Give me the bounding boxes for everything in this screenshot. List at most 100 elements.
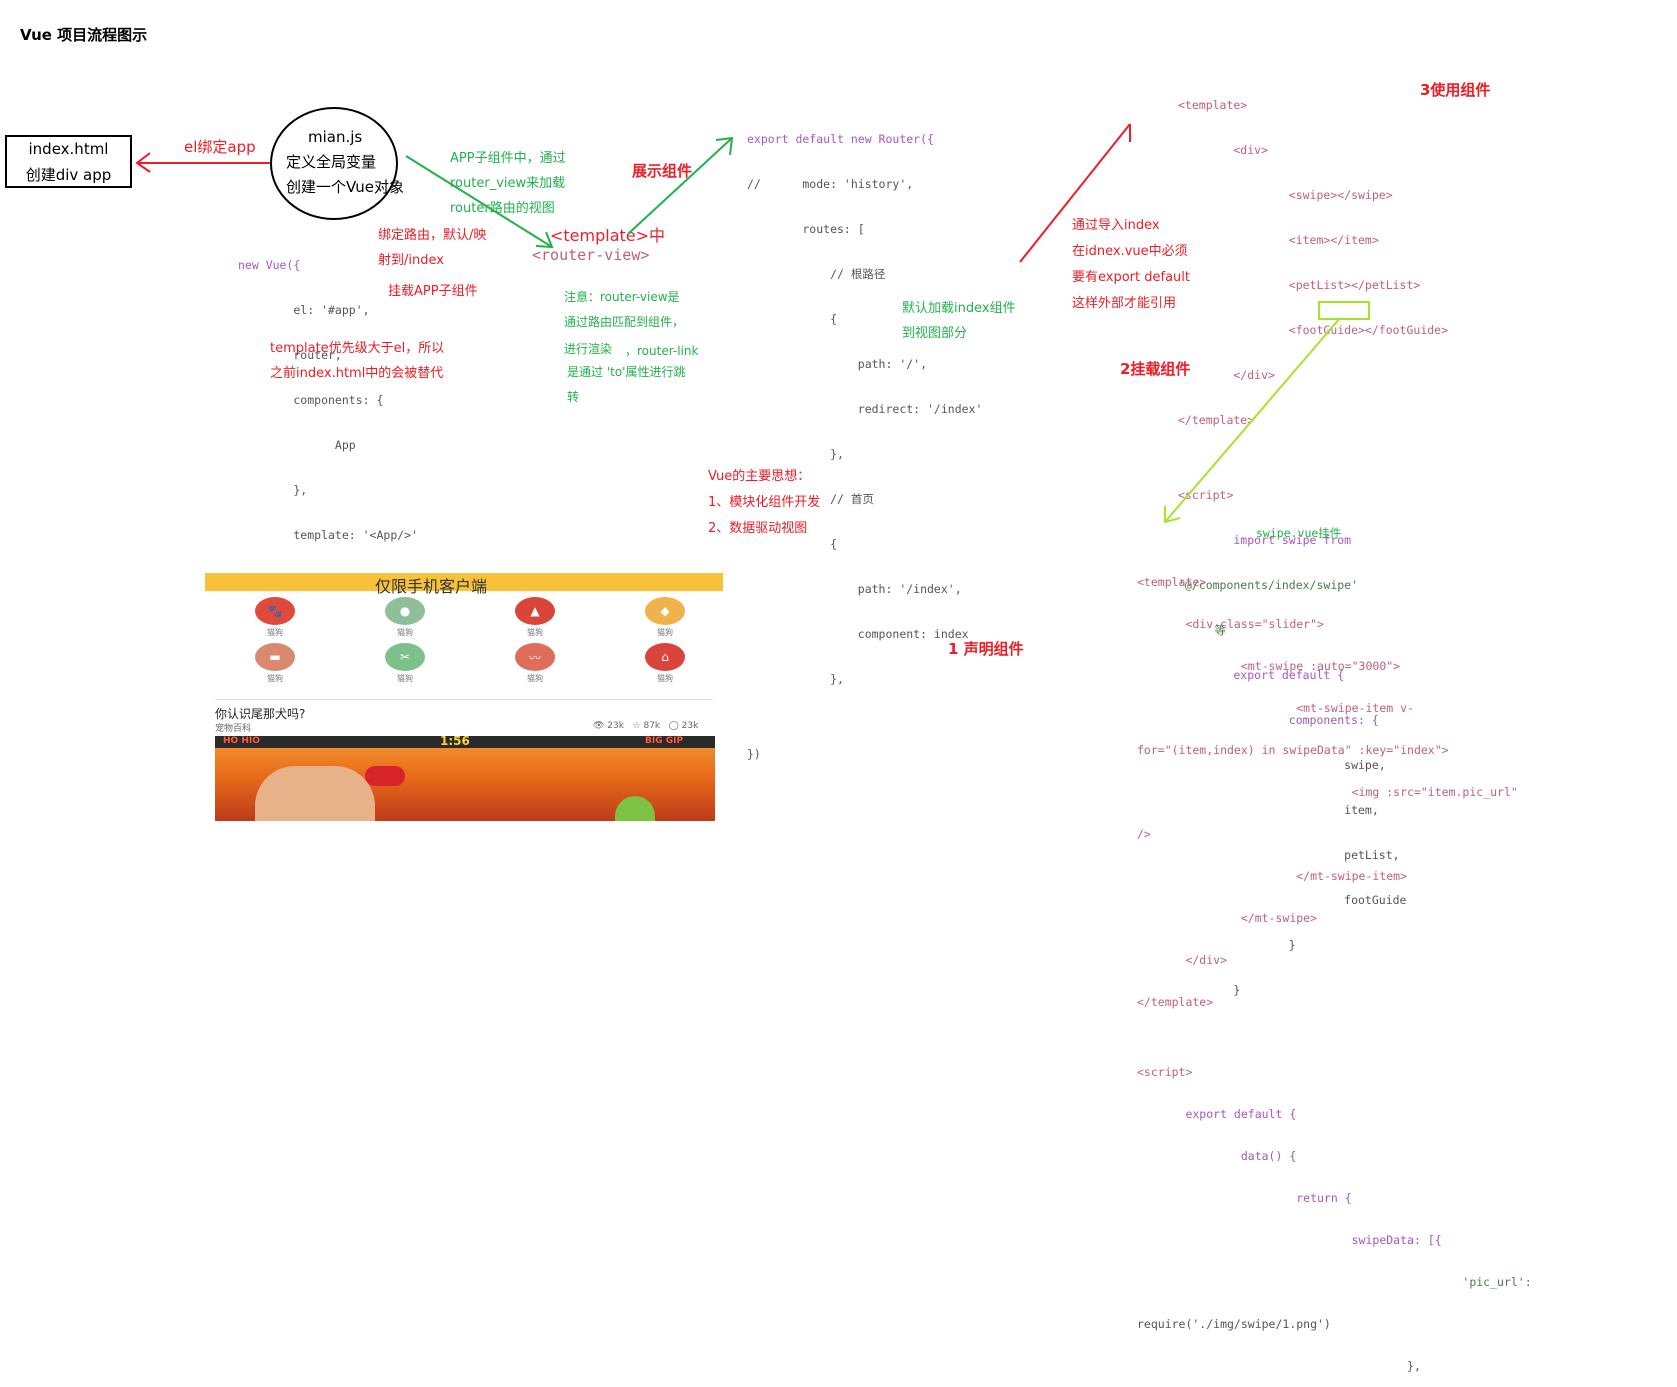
- phone-icon-label: 猫狗: [397, 674, 413, 683]
- phone-icon-label: 猫狗: [267, 628, 283, 637]
- phone-post-title: 你认识尾那犬吗?: [215, 707, 306, 721]
- index-html-box: index.html 创建div app: [5, 135, 132, 188]
- code-line: el: '#app',: [238, 303, 370, 317]
- template-middle-label: <template>中: [550, 226, 666, 245]
- code-line: <petList></petList>: [1178, 278, 1421, 292]
- el-bind-label: el绑定app: [184, 138, 256, 156]
- game-left-label: HO HIO: [223, 736, 260, 746]
- code-line: // 首页: [747, 492, 874, 506]
- mainjs-line1: mian.js: [308, 128, 363, 146]
- index-box-line1: index.html: [28, 139, 109, 158]
- arrow-el-bind-head: [135, 152, 151, 173]
- phone-icon-label: 猫狗: [267, 674, 283, 683]
- phone-icon-cell: ▬ 猫狗: [245, 643, 305, 699]
- arrow-swipe-declare-head: [1164, 506, 1181, 524]
- import-note-line2: 在idnex.vue中必须: [1072, 244, 1188, 259]
- phone-icon-cell: ◆ 猫狗: [635, 597, 695, 653]
- code-line: 'pic_url':: [1137, 1275, 1532, 1289]
- phone-divider: [215, 699, 713, 700]
- mount-component-label: 2挂载组件: [1120, 360, 1191, 378]
- code-line: new Vue({: [238, 258, 301, 272]
- phone-icon-label: 猫狗: [527, 628, 543, 637]
- swipe-title: swipe.vue挂件: [1256, 526, 1342, 540]
- router-view-note-line5: 转: [567, 390, 580, 404]
- arrow-swipe-declare: [1164, 317, 1341, 523]
- phone-screenshot: 仅限手机客户端 🐾 猫狗 ● 猫狗 ▲ 猫狗 ◆ 猫狗 ▬ 猫狗 ✂ 猫狗 〰 …: [205, 573, 723, 821]
- game-right-label: BIG GIP: [645, 736, 684, 746]
- code-line: },: [238, 483, 308, 497]
- router-view-note-line3: 进行渲染: [564, 342, 613, 356]
- arrows-layer: [135, 123, 1341, 524]
- code-line: routes: [: [747, 222, 865, 236]
- vue-ideas-line3: 2、数据驱动视图: [708, 521, 808, 536]
- code-line: <template>: [1137, 575, 1207, 589]
- arrow-mainjs-routerview: [405, 155, 553, 248]
- code-line: </template>: [1137, 995, 1214, 1009]
- app-child-note-line3: router路由的视图: [450, 201, 555, 216]
- mainjs-line2: 定义全局变量: [286, 153, 377, 171]
- page-title: Vue 项目流程图示: [20, 26, 148, 44]
- router-view-note-line4: 是通过 'to'属性进行跳: [567, 365, 686, 379]
- code-line: path: '/index',: [747, 582, 962, 596]
- android-icon: [615, 796, 655, 821]
- game-timer: 1:56: [440, 734, 470, 748]
- declare-component-label: 1 声明组件: [948, 640, 1024, 658]
- pet-icon: ●: [385, 597, 425, 625]
- code-line: require('./img/swipe/1.png'): [1137, 1317, 1331, 1331]
- code-line: // 根路径: [747, 267, 886, 281]
- dog-icon: ▲: [515, 597, 555, 625]
- default-load-note-line2: 到视图部分: [902, 326, 968, 341]
- phone-banner-text: 仅限手机客户端: [375, 577, 488, 596]
- phone-icon-cell: 🐾 猫狗: [245, 597, 305, 653]
- code-line: <swipe></swipe>: [1178, 188, 1393, 202]
- boxer-figure: [255, 766, 375, 821]
- tools-icon: ✂: [385, 643, 425, 671]
- code-line: },: [747, 447, 844, 461]
- code-line: return {: [1137, 1191, 1352, 1205]
- template-note-line1: template优先级大于el，所以: [270, 341, 445, 356]
- boxing-glove-icon: [365, 766, 405, 786]
- index-box-line2: 创建div app: [25, 165, 112, 184]
- code-line: // mode: 'history',: [747, 177, 914, 191]
- code-line: },: [1137, 1359, 1421, 1373]
- code-line: swipe,: [1178, 758, 1386, 772]
- phone-icon-label: 猫狗: [657, 674, 673, 683]
- phone-icon-cell: ✂ 猫狗: [375, 643, 435, 699]
- dog-head-icon: ◆: [645, 597, 685, 625]
- default-load-note-line1: 默认加载index组件: [902, 301, 1016, 316]
- code-line: <div>: [1178, 143, 1269, 157]
- code-line: <img :src="item.pic_url": [1137, 785, 1518, 799]
- code-line: export default new Router({: [747, 132, 934, 146]
- code-line: </mt-swipe-item>: [1137, 869, 1408, 883]
- bird-icon: 〰: [515, 643, 555, 671]
- code-line: <mt-swipe :auto="3000">: [1137, 659, 1401, 673]
- phone-post-stats: 👁 23k ☆ 87k ◯ 23k: [593, 721, 699, 731]
- phone-icon-label: 猫狗: [397, 628, 413, 637]
- code-line: <footGuide></footGuide>: [1178, 323, 1449, 337]
- router-note-line1: 绑定路由，默认/映: [378, 228, 487, 243]
- code-line: {: [747, 537, 838, 551]
- phone-icon-cell: ● 猫狗: [375, 597, 435, 653]
- use-component-label: 3使用组件: [1420, 81, 1491, 99]
- code-line: redirect: '/index': [747, 402, 983, 416]
- code-line: data() {: [1137, 1149, 1297, 1163]
- router-code: export default new Router({ // mode: 'hi…: [747, 102, 982, 777]
- code-line: }): [747, 747, 761, 761]
- code-line: />: [1137, 827, 1151, 841]
- code-line: '@/components/index/swipe': [1178, 578, 1359, 592]
- code-line: {: [747, 312, 838, 326]
- swipe-highlight-box: [1318, 301, 1370, 320]
- phone-icon-cell: ⌂ 猫狗: [635, 643, 695, 699]
- phone-icon-label: 猫狗: [657, 628, 673, 637]
- house-icon: ⌂: [645, 643, 685, 671]
- router-view-note-line3b: ，router-link: [625, 344, 699, 358]
- code-line: <mt-swipe-item v-: [1137, 701, 1414, 715]
- router-note-line2: 射到/index: [378, 253, 444, 268]
- game-hud: [215, 736, 715, 748]
- bone-icon: ▬: [255, 643, 295, 671]
- code-line: path: '/',: [747, 357, 928, 371]
- app-child-note-line1: APP子组件中，通过: [450, 151, 566, 166]
- vue-ideas-line2: 1、模块化组件开发: [708, 495, 821, 510]
- code-line: components: {: [1178, 713, 1379, 727]
- new-vue-code: new Vue({ el: '#app', router, components…: [238, 228, 418, 603]
